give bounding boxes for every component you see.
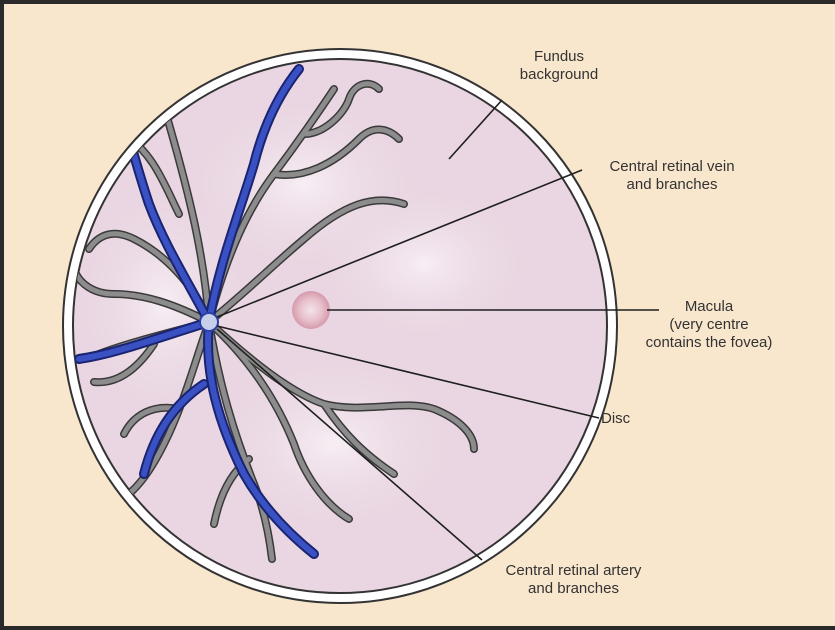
label-macula-line3: contains the fovea) [624, 334, 794, 352]
label-vein-line2: and branches [582, 176, 762, 194]
label-disc: Disc [601, 410, 630, 428]
label-macula-line1: Macula [624, 298, 794, 316]
label-fundus-background: Fundus background [504, 48, 614, 84]
label-artery-line2: and branches [476, 580, 671, 598]
label-central-retinal-artery: Central retinal artery and branches [476, 562, 671, 598]
optic-disc [200, 313, 218, 331]
label-disc-line1: Disc [601, 410, 630, 428]
label-fundus-line1: Fundus [504, 48, 614, 66]
label-fundus-line2: background [504, 66, 614, 84]
macula [292, 291, 330, 329]
label-macula: Macula (very centre contains the fovea) [624, 298, 794, 352]
label-macula-line2: (very centre [624, 316, 794, 334]
label-vein-line1: Central retinal vein [582, 158, 762, 176]
label-artery-line1: Central retinal artery [476, 562, 671, 580]
label-central-retinal-vein: Central retinal vein and branches [582, 158, 762, 194]
